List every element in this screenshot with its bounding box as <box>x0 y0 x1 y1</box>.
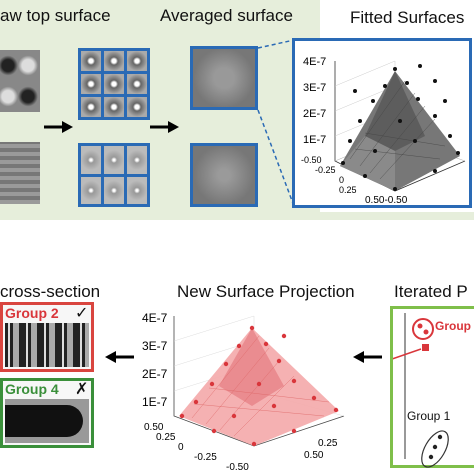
iterated-panel: Group Group 1 <box>362 306 474 468</box>
x-tick: 0.25 <box>339 185 357 195</box>
new-surface-projection-plot: 4E-7 3E-7 2E-7 1E-7 0.50 0.25 0 -0.25 0.… <box>142 311 345 473</box>
group2-box: Group 2 ✓ <box>0 302 94 372</box>
fitted-surface-3d: 4E-7 3E-7 2E-7 1E-7 -0.50 -0.25 0 0.25 0… <box>301 56 466 205</box>
y-tick: 0.25 <box>318 438 338 449</box>
group2-label: Group 2 <box>5 305 59 321</box>
group-top-label: Group <box>435 319 471 333</box>
raw-surface-label: aw top surface <box>0 6 111 25</box>
z-tick: 1E-7 <box>303 134 326 146</box>
z-tick: 4E-7 <box>303 56 326 68</box>
y-tick: 0.50 <box>304 450 324 461</box>
group4-cross-section-image <box>5 399 89 443</box>
new-surface-projection-label: New Surface Projection <box>177 282 355 301</box>
x-tick: -0.50 <box>301 155 322 165</box>
z-tick: 2E-7 <box>303 108 326 120</box>
x-tick: 0.50 <box>144 422 164 433</box>
arrow-left-icon <box>353 351 382 363</box>
arrow-left-icon <box>105 351 134 363</box>
cross-section-label: cross-section <box>0 282 101 301</box>
raw-surface-image-2 <box>0 142 40 204</box>
top-panel-bottom-band <box>0 212 474 220</box>
check-icon: ✓ <box>75 305 89 322</box>
z-tick: 2E-7 <box>142 367 168 381</box>
group2-cross-section-image <box>5 323 89 367</box>
arrow-right-icon <box>44 121 73 133</box>
tiled-grid-bottom <box>78 143 150 207</box>
averaged-surface-image-1 <box>190 46 258 110</box>
group1-label: Group 1 <box>407 409 451 423</box>
arrow-right-icon <box>150 121 179 133</box>
top-panel-background <box>0 0 320 212</box>
x-tick: 0 <box>339 175 344 185</box>
z-tick: 4E-7 <box>142 311 168 325</box>
x-tick: 0.25 <box>156 432 176 443</box>
raw-surface-image-1 <box>0 50 40 112</box>
group4-label: Group 4 <box>5 381 59 397</box>
group4-box: Group 4 ✗ <box>0 378 94 448</box>
fitted-surfaces-label: Fitted Surfaces <box>350 8 465 27</box>
fitted-surfaces-plot: 4E-7 3E-7 2E-7 1E-7 -0.50 -0.25 0 0.25 0… <box>292 38 472 208</box>
iterated-label: Iterated P <box>394 282 468 301</box>
bottom-label: -0.50 <box>226 462 249 473</box>
z-tick: 3E-7 <box>142 339 168 353</box>
cross-icon: ✗ <box>75 381 89 398</box>
x-tick: -0.25 <box>315 165 336 175</box>
bottom-label: 0.50-0.50 <box>365 195 408 205</box>
x-tick: 0 <box>178 442 184 453</box>
x-tick: -0.25 <box>194 452 217 463</box>
zoom-dashed-lines <box>257 39 295 207</box>
averaged-surface-label: Averaged surface <box>160 6 293 25</box>
averaged-surface-image-2 <box>190 143 258 207</box>
iterated-scatter <box>362 313 449 468</box>
tiled-grid-top <box>78 48 150 120</box>
z-tick: 3E-7 <box>303 82 326 94</box>
z-tick: 1E-7 <box>142 395 168 409</box>
